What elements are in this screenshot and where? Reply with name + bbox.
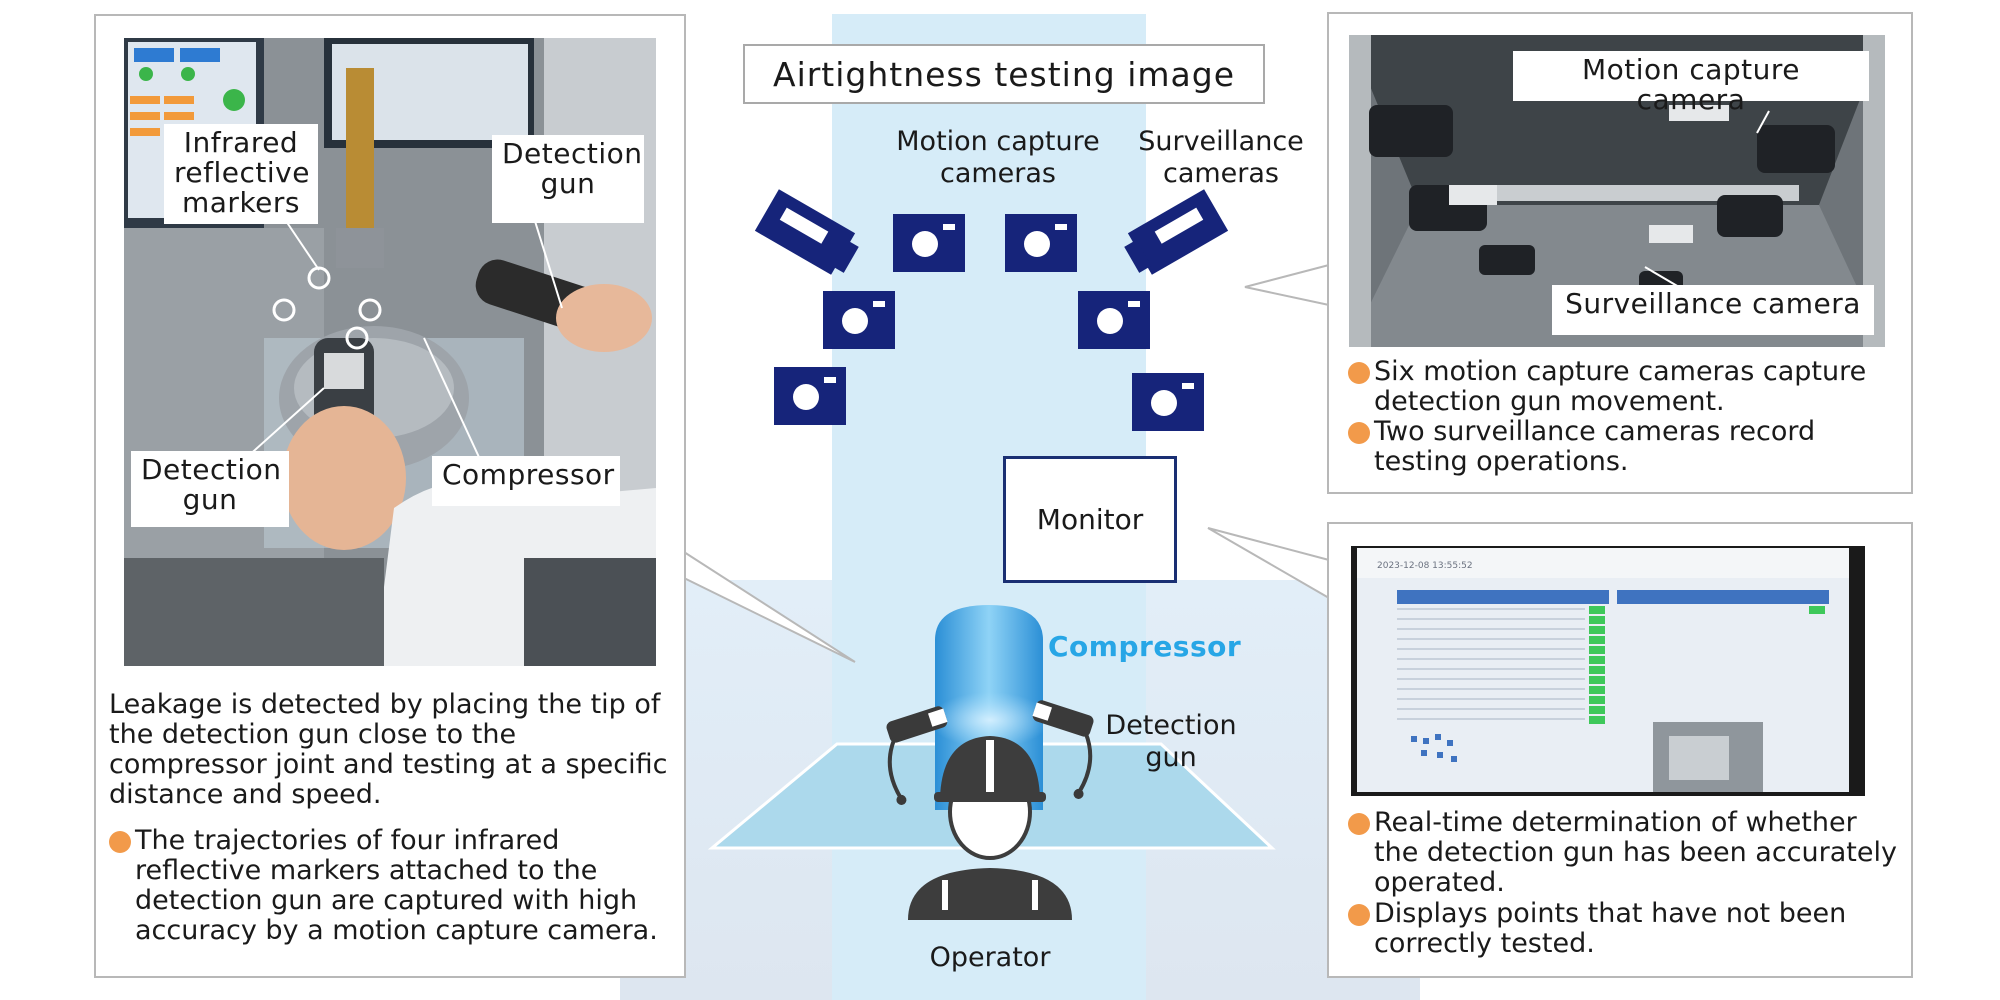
surveillance-cameras-label: Surveillance cameras [1138, 126, 1304, 189]
detection-gun-icon [1032, 700, 1094, 799]
operator-label: Operator [929, 942, 1051, 973]
top-right-bullet-2-text: Two surveillance cameras record testing … [1374, 416, 1816, 477]
bullet-dot [1348, 362, 1370, 384]
detection-gun-label: Detection gun [1105, 710, 1237, 773]
bottom-right-bullet-1: Real-time determination of whether the d… [1348, 808, 1898, 898]
motion-cameras-label: Motion capture cameras [896, 126, 1100, 189]
screen-timestamp: 2023-12-08 13:55:52 [1377, 561, 1473, 571]
left-bullet-text: The trajectories of four infrared reflec… [135, 825, 658, 946]
monitor-screen-photo: 2023-12-08 13:55:52 [1351, 546, 1865, 796]
bullet-dot [1348, 422, 1370, 444]
bullet-dot [1348, 813, 1370, 835]
camera-icon [1132, 373, 1204, 431]
camera-icon [1005, 214, 1077, 272]
bottom-right-bullet-2: Displays points that have not been corre… [1348, 899, 1898, 959]
detection-gun-icon [886, 706, 948, 805]
monitor-box: Monitor [1003, 456, 1177, 583]
left-description: Leakage is detected by placing the tip o… [109, 689, 668, 810]
left-bullet: The trajectories of four infrared reflec… [109, 826, 669, 946]
top-right-bullet-2: Two surveillance cameras record testing … [1348, 417, 1898, 477]
bottom-right-bullet-2-text: Displays points that have not been corre… [1374, 898, 1847, 959]
camera-icon [1078, 291, 1150, 349]
camera-icon [823, 291, 895, 349]
bullet-dot [1348, 904, 1370, 926]
label-motion-capture-camera: Motion capture camera [1513, 51, 1869, 115]
camera-icon [893, 214, 965, 272]
surveillance-camera-icon [754, 189, 859, 275]
diagram-title: Airtightness testing image [743, 44, 1265, 104]
bullet-dot [109, 831, 131, 853]
label-compressor-photo: Compressor [432, 456, 620, 506]
camera-icon [774, 367, 846, 425]
operator-icon [908, 736, 1072, 920]
compressor-label: Compressor [1048, 630, 1242, 663]
bottom-right-bullet-1-text: Real-time determination of whether the d… [1374, 807, 1897, 898]
label-detection-gun-top: Detection gun [492, 135, 644, 223]
top-right-bullet-1-text: Six motion capture cameras capture detec… [1374, 356, 1867, 417]
surveillance-camera-icon [1124, 189, 1229, 275]
top-right-bullet-1: Six motion capture cameras capture detec… [1348, 357, 1898, 417]
label-surveillance-camera: Surveillance camera [1552, 285, 1874, 335]
label-infrared-markers: Infrared reflective markers [164, 124, 318, 224]
label-detection-gun-bottom: Detection gun [131, 451, 289, 527]
